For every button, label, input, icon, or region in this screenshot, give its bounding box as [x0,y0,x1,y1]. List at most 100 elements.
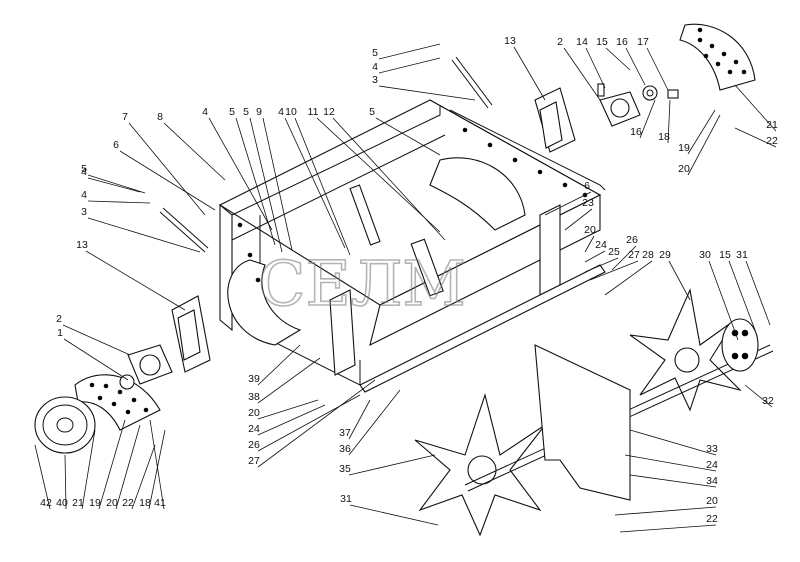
callout-label: 42 [40,497,52,509]
callout-label: 39 [248,373,260,385]
leader-line [64,454,67,510]
leader-line [544,191,592,216]
callout-label: 1 [57,327,63,339]
callout-label: 24 [248,423,260,435]
leader-line [257,379,376,468]
callout-label: 18 [658,131,670,143]
leader-line [262,117,293,251]
leader-line [513,46,546,101]
callout-label: 26 [626,234,638,246]
leader-line [87,200,151,204]
leader-line [584,235,595,253]
leader-line [687,114,721,176]
leader-line [163,122,226,181]
leader-line [687,109,716,155]
callout-label: 15 [719,249,731,261]
callout-label: 20 [678,163,690,175]
leader-line [625,47,646,86]
leader-line [629,474,717,488]
leader-line [63,338,129,381]
rod-3-top [451,56,493,109]
leader-line [119,150,216,211]
leader-line [563,47,601,101]
main-frame [218,99,606,393]
leader-line [745,260,771,326]
callout-label: 6 [584,180,590,192]
callout-label: 5 [372,47,378,59]
callout-label: 19 [89,497,101,509]
callout-label: 32 [762,395,774,407]
callout-label: 15 [596,36,608,48]
callout-label: 13 [76,239,88,251]
callout-label: 31 [736,249,748,261]
callout-label: 27 [628,249,640,261]
callout-label: 5 [229,106,235,118]
callout-label: 2 [557,36,563,48]
callout-label: 4 [81,189,87,201]
callout-label: 22 [766,135,778,147]
callout-label: 22 [706,513,718,525]
leader-line [332,117,446,241]
guard-21-left [74,374,161,431]
leader-line [257,357,321,404]
leader-line [98,419,126,510]
callout-label: 30 [699,249,711,261]
callout-label: 21 [766,119,778,131]
leader-line [619,524,717,533]
callout-label: 36 [339,443,351,455]
callout-label: 21 [72,497,84,509]
callout-label: 5 [369,106,375,118]
rod-3-left [159,207,209,253]
leader-line [85,250,186,311]
leader-line [316,117,441,233]
callout-label: 23 [582,197,594,209]
callout-label: 33 [706,443,718,455]
callout-label: 24 [595,239,607,251]
leader-line [257,404,326,436]
leader-line [614,506,717,516]
callout-label: 4 [278,106,284,118]
leader-line [589,260,639,281]
callout-label: 24 [706,459,718,471]
callout-label: 25 [608,246,620,258]
leader-line [584,250,606,263]
callout-label: 12 [323,106,335,118]
callout-label: 4 [81,166,87,178]
leader-line [734,84,777,132]
leader-line [668,260,691,301]
leader-line [646,47,669,91]
leader-line [257,399,319,420]
callout-label: 14 [576,36,588,48]
callout-label: 22 [122,497,134,509]
callout-label: 9 [256,106,262,118]
leader-line [87,174,146,194]
callout-label: 4 [202,106,208,118]
callout-label: 3 [81,206,87,218]
callout-label: 20 [248,407,260,419]
watermark: СЕЛМ [258,247,466,320]
leader-line [584,257,619,273]
leader-line [294,117,351,256]
callout-label: 8 [157,111,163,123]
callout-label: 11 [308,106,319,118]
leader-line [87,217,201,253]
leader-line [115,424,141,510]
callout-label: 16 [616,36,628,48]
leader-line [604,260,653,296]
callout-label: 2 [56,313,62,325]
leader-line [235,117,276,246]
leader-line [208,117,273,231]
callout-label: 7 [122,111,128,123]
callout-label: 29 [659,249,671,261]
leader-line [378,43,441,60]
leader-line [62,324,131,356]
callout-label: 20 [106,497,118,509]
callout-label: 5 [81,163,87,175]
callout-label: 38 [248,391,260,403]
leader-line [348,389,401,456]
bracket-13-left [171,295,211,373]
callout-label: 40 [56,497,68,509]
leader-line [349,504,439,526]
bracket-13-right [534,87,576,153]
